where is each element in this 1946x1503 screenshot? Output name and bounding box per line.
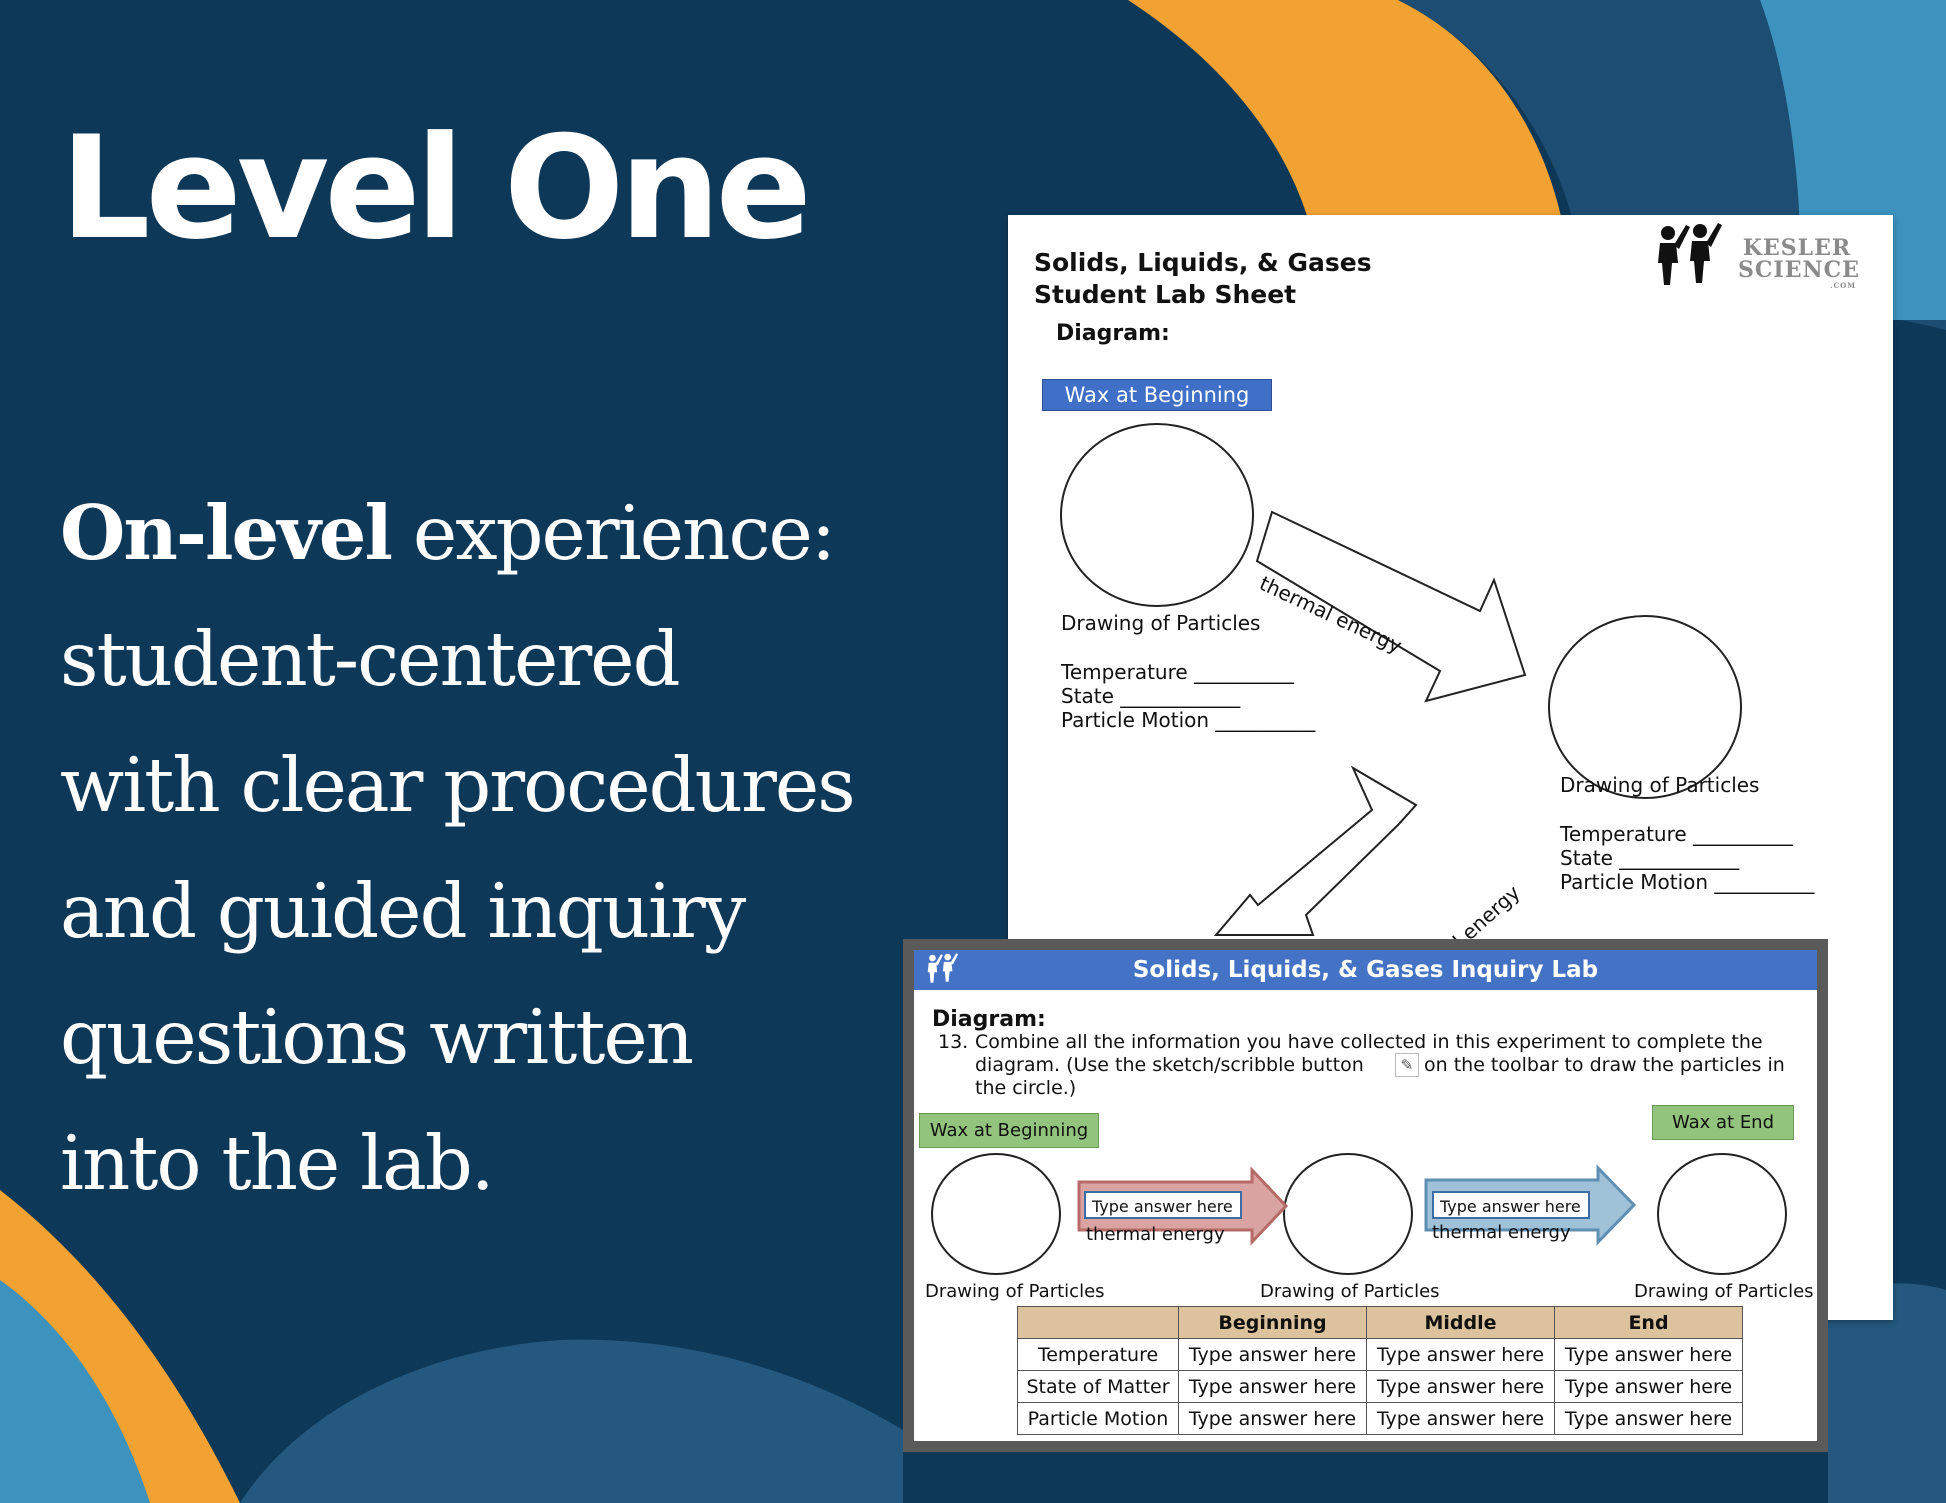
blue-swoosh-right [1828,1283,1946,1503]
card-answer-input-2[interactable]: Type answer here [1432,1191,1590,1219]
table-row: State of Matter Type answer here Type an… [1017,1370,1743,1403]
answer-cell[interactable]: Type answer here [1366,1338,1555,1371]
sheet-wax-begin-label: Wax at Beginning [1042,379,1272,411]
sheet-drawing-label-2: Drawing of Particles [1560,773,1760,797]
card-wax-end-label: Wax at End [1652,1105,1794,1140]
answer-cell[interactable]: Type answer here [1178,1370,1367,1403]
answer-cell[interactable]: Type answer here [1178,1402,1367,1435]
question-line-2a: diagram. (Use the sketch/scribble button [975,1054,1364,1076]
description: On-level experience: student-centered wi… [60,470,960,1226]
teal-swoosh-bottom [0,1280,150,1503]
sheet-title-2: Student Lab Sheet [1034,280,1297,309]
results-header-end: End [1554,1306,1743,1339]
description-line-3: with clear procedures [60,741,856,829]
card-drawing-label-2: Drawing of Particles [1260,1281,1440,1302]
sheet-arrow-1 [1255,510,1527,703]
card-thermal-label-1: thermal energy [1086,1224,1225,1245]
results-header-row: Beginning Middle End [1017,1306,1743,1339]
card-drawing-label-3: Drawing of Particles [1634,1281,1814,1302]
students-raising-hands-icon [922,950,960,997]
question-line-1: Combine all the information you have col… [975,1031,1763,1053]
sheet-arrows [1213,510,1527,936]
card-circle-3[interactable] [1657,1153,1787,1275]
sheet-arrow-2 [1213,765,1418,936]
sheet-diagram-label: Diagram: [1056,321,1170,346]
question-line-3: the circle.) [975,1077,1077,1099]
answer-cell[interactable]: Type answer here [1178,1338,1367,1371]
question-number: 13. [938,1031,969,1053]
digital-lab-title: Solids, Liquids, & Gases Inquiry Lab [1132,957,1599,983]
table-row: Particle Motion Type answer here Type an… [1017,1402,1743,1435]
card-wax-begin-label: Wax at Beginning [919,1113,1099,1148]
sheet-state-1: State ____________ [1061,684,1241,708]
results-header-beginning: Beginning [1178,1306,1367,1339]
answer-cell[interactable]: Type answer here [1554,1338,1743,1371]
row-label-state: State of Matter [1017,1370,1179,1403]
kesler-science-logo: KESLER SCIENCE .COM [1738,235,1860,290]
card-diagram-label: Diagram: [932,1007,1046,1032]
sheet-temperature-2: Temperature __________ [1560,822,1794,846]
description-line-6: into the lab. [60,1119,495,1207]
row-label-temperature: Temperature [1017,1338,1179,1371]
description-line-2: student-centered [60,615,681,703]
logo-text-1: KESLER [1742,235,1852,261]
digital-lab-content: Solids, Liquids, & Gases Inquiry Lab Dia… [914,950,1817,1441]
answer-cell[interactable]: Type answer here [1554,1402,1743,1435]
results-table: Beginning Middle End Temperature Type an… [1017,1306,1743,1435]
sheet-motion-2: Particle Motion __________ [1560,870,1815,894]
digital-lab-header: Solids, Liquids, & Gases Inquiry Lab [914,950,1817,990]
row-label-motion: Particle Motion [1017,1402,1179,1435]
answer-cell[interactable]: Type answer here [1554,1370,1743,1403]
sheet-title-1: Solids, Liquids, & Gases [1034,248,1372,277]
card-answer-input-1[interactable]: Type answer here [1084,1191,1242,1219]
description-lead: experience: [391,489,836,577]
answer-cell[interactable]: Type answer here [1366,1402,1555,1435]
sheet-circle-1 [1060,423,1254,607]
page-title: Level One [60,106,812,271]
sheet-temperature-1: Temperature __________ [1061,660,1295,684]
logo-text-2: SCIENCE [1738,257,1860,283]
sheet-state-2: State ____________ [1560,846,1740,870]
description-line-1: On-level experience: [60,470,960,596]
logo-text-3: .COM [1830,281,1856,290]
results-header-middle: Middle [1366,1306,1555,1339]
table-row: Temperature Type answer here Type answer… [1017,1338,1743,1371]
card-circle-1[interactable] [931,1153,1061,1275]
answer-cell[interactable]: Type answer here [1366,1370,1555,1403]
description-line-5: questions written [60,993,694,1081]
sheet-circle-2 [1548,615,1742,799]
digital-lab-card: Solids, Liquids, & Gases Inquiry Lab Dia… [903,939,1828,1452]
orange-swoosh-bottom [0,1190,240,1503]
sheet-motion-1: Particle Motion __________ [1061,708,1316,732]
card-circle-2[interactable] [1283,1153,1413,1275]
question-line-2b: on the toolbar to draw the particles in [1424,1054,1785,1076]
description-bold: On-level [60,489,393,577]
card-thermal-label-2: thermal energy [1432,1222,1571,1243]
description-line-4: and guided inquiry [60,867,746,955]
results-corner [1017,1306,1179,1339]
scribble-icon[interactable]: ✎ [1395,1053,1419,1077]
card-drawing-label-1: Drawing of Particles [925,1281,1105,1302]
blue-swoosh-bottom [240,1339,903,1503]
students-raising-hands-icon [1646,219,1726,299]
sheet-drawing-label-1: Drawing of Particles [1061,611,1261,635]
